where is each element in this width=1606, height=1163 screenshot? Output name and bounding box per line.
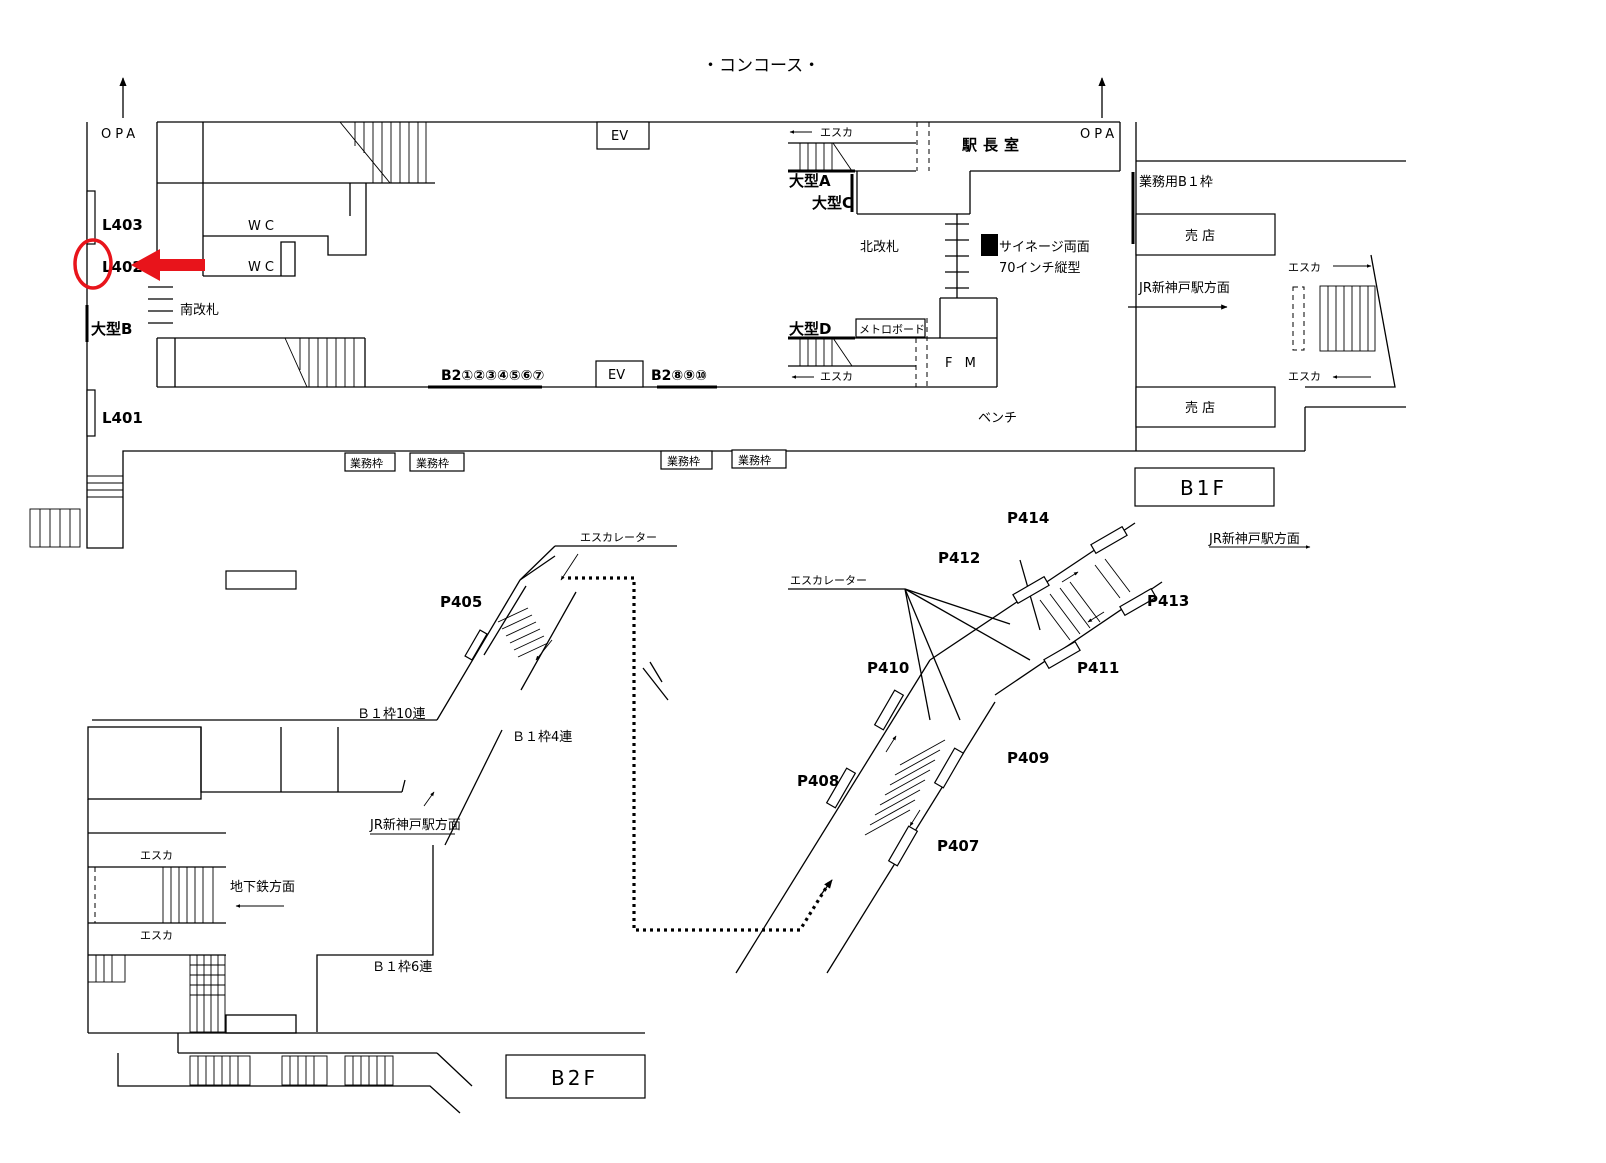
corridor-right [735,522,1163,974]
large-c-label: 大型C [812,194,853,212]
p407-arrow [909,809,921,827]
b1-10-label: Ｂ１枠10連 [357,707,426,722]
business-slot-4 [731,449,787,469]
b1-6-label: Ｂ１枠6連 [372,960,432,975]
signage-marker [981,234,998,256]
escalator-1-arrow [560,553,579,581]
jr-direction-label: JR新神戸駅方面 [1138,280,1230,296]
b2f-bottom-stairs [189,1055,394,1086]
p412-arrow [1061,571,1079,583]
station-master-label: 駅長室 [961,136,1025,154]
jr-direction-b2f-1-label: JR新神戸駅方面 [369,817,461,833]
b2f-box-small [225,570,297,590]
p412-label: P412 [938,549,980,567]
p408-arrow [885,735,897,753]
b2-group-1-label: B2①②③④⑤⑥⑦ [441,368,544,384]
ad-slot-l403 [86,190,96,245]
south-gate [148,286,173,324]
metro-board-label: メトロボード [859,323,925,336]
business-slot-2 [409,452,465,472]
signage-label-2: 70インチ縦型 [999,261,1081,276]
north-gate-label: 北改札 [860,240,899,255]
p409-label: P409 [1007,749,1049,767]
signage-label-1: サイネージ両面 [999,240,1090,255]
opa-left-label: OPA [101,127,139,142]
shop-2-label: 売 店 [1185,400,1215,416]
opa-right-label: OPA [1080,127,1118,142]
b1f-label-box [1134,467,1275,507]
south-gate-label: 南改札 [180,302,219,318]
business-1-label: 業務枠 [350,456,383,470]
esca-4-label: エスカ [1288,370,1321,383]
stairs-bottom-left [284,337,355,388]
l403-label: L403 [102,216,143,234]
escalator-a [788,122,930,173]
business-4-label: 業務枠 [738,453,771,467]
escalator-d [788,318,928,387]
b2f-esca-1-label: エスカ [140,849,173,862]
p413-label: P413 [1147,592,1189,610]
large-d-label: 大型D [789,320,831,338]
shop-1-label: 売 店 [1185,228,1215,244]
elevator-top [596,121,650,150]
b2f-esca-2-label: エスカ [140,929,173,942]
business-3-label: 業務枠 [667,454,700,468]
bench-label: ベンチ [978,411,1017,426]
wc-label-2: WC [248,260,278,275]
route-arrow [819,879,833,897]
esca-2-label: エスカ [820,370,853,383]
b2-group-2-label: B2⑧⑨⑩ [651,368,707,384]
p405-label: P405 [440,593,482,611]
jr-direction-b2f-2-label: JR新神戸駅方面 [1208,531,1300,547]
ad-slot-l401 [86,389,96,437]
business-b1-label: 業務用B１枠 [1139,174,1213,190]
fm-label: F M [945,356,980,371]
shop-2 [1135,386,1276,428]
jr-direction-b2f-1-arrow [423,791,435,807]
shop-1 [1135,213,1276,256]
highlight-circle [73,238,113,290]
l401-label: L401 [102,409,143,427]
elevator-bottom [595,360,644,388]
b2f-left-structure [87,719,645,1114]
stairs-top-left [339,121,427,184]
p410-label: P410 [867,659,909,677]
p405-arrow [535,639,553,661]
stairs-corner-sw [29,475,123,548]
b2f-label: B2F [551,1066,598,1090]
p413-arrow [1087,611,1105,623]
concourse-title: ・コンコース・ [702,56,820,76]
p411-label: P411 [1077,659,1119,677]
transfer-route [568,576,831,932]
highlight-arrow [131,249,205,281]
b1f-label: B1F [1180,476,1227,500]
elevator-top-label: EV [611,129,628,144]
esca-1-label: エスカ [820,126,853,139]
esca-3-label: エスカ [1288,261,1321,274]
escalator-1-label: エスカレーター [580,531,657,544]
p414-label: P414 [1007,509,1049,527]
corridor-p405 [401,545,677,846]
large-a-label: 大型A [789,172,831,190]
wc-label-1: WC [248,219,278,234]
subway-direction-label: 地下鉄方面 [230,879,295,895]
p408-label: P408 [797,772,839,790]
business-slot-1 [344,452,396,472]
b2f-label-box [505,1054,646,1099]
business-slot-3 [660,450,713,470]
business-2-label: 業務枠 [416,456,449,470]
escalator-east [1292,254,1396,388]
elevator-bottom-label: EV [608,368,625,383]
escalator-2-label: エスカレーター [790,574,867,587]
north-gate [945,214,969,298]
p407-label: P407 [937,837,979,855]
large-b-label: 大型B [91,320,132,338]
b1-4-label: Ｂ１枠4連 [512,730,572,745]
